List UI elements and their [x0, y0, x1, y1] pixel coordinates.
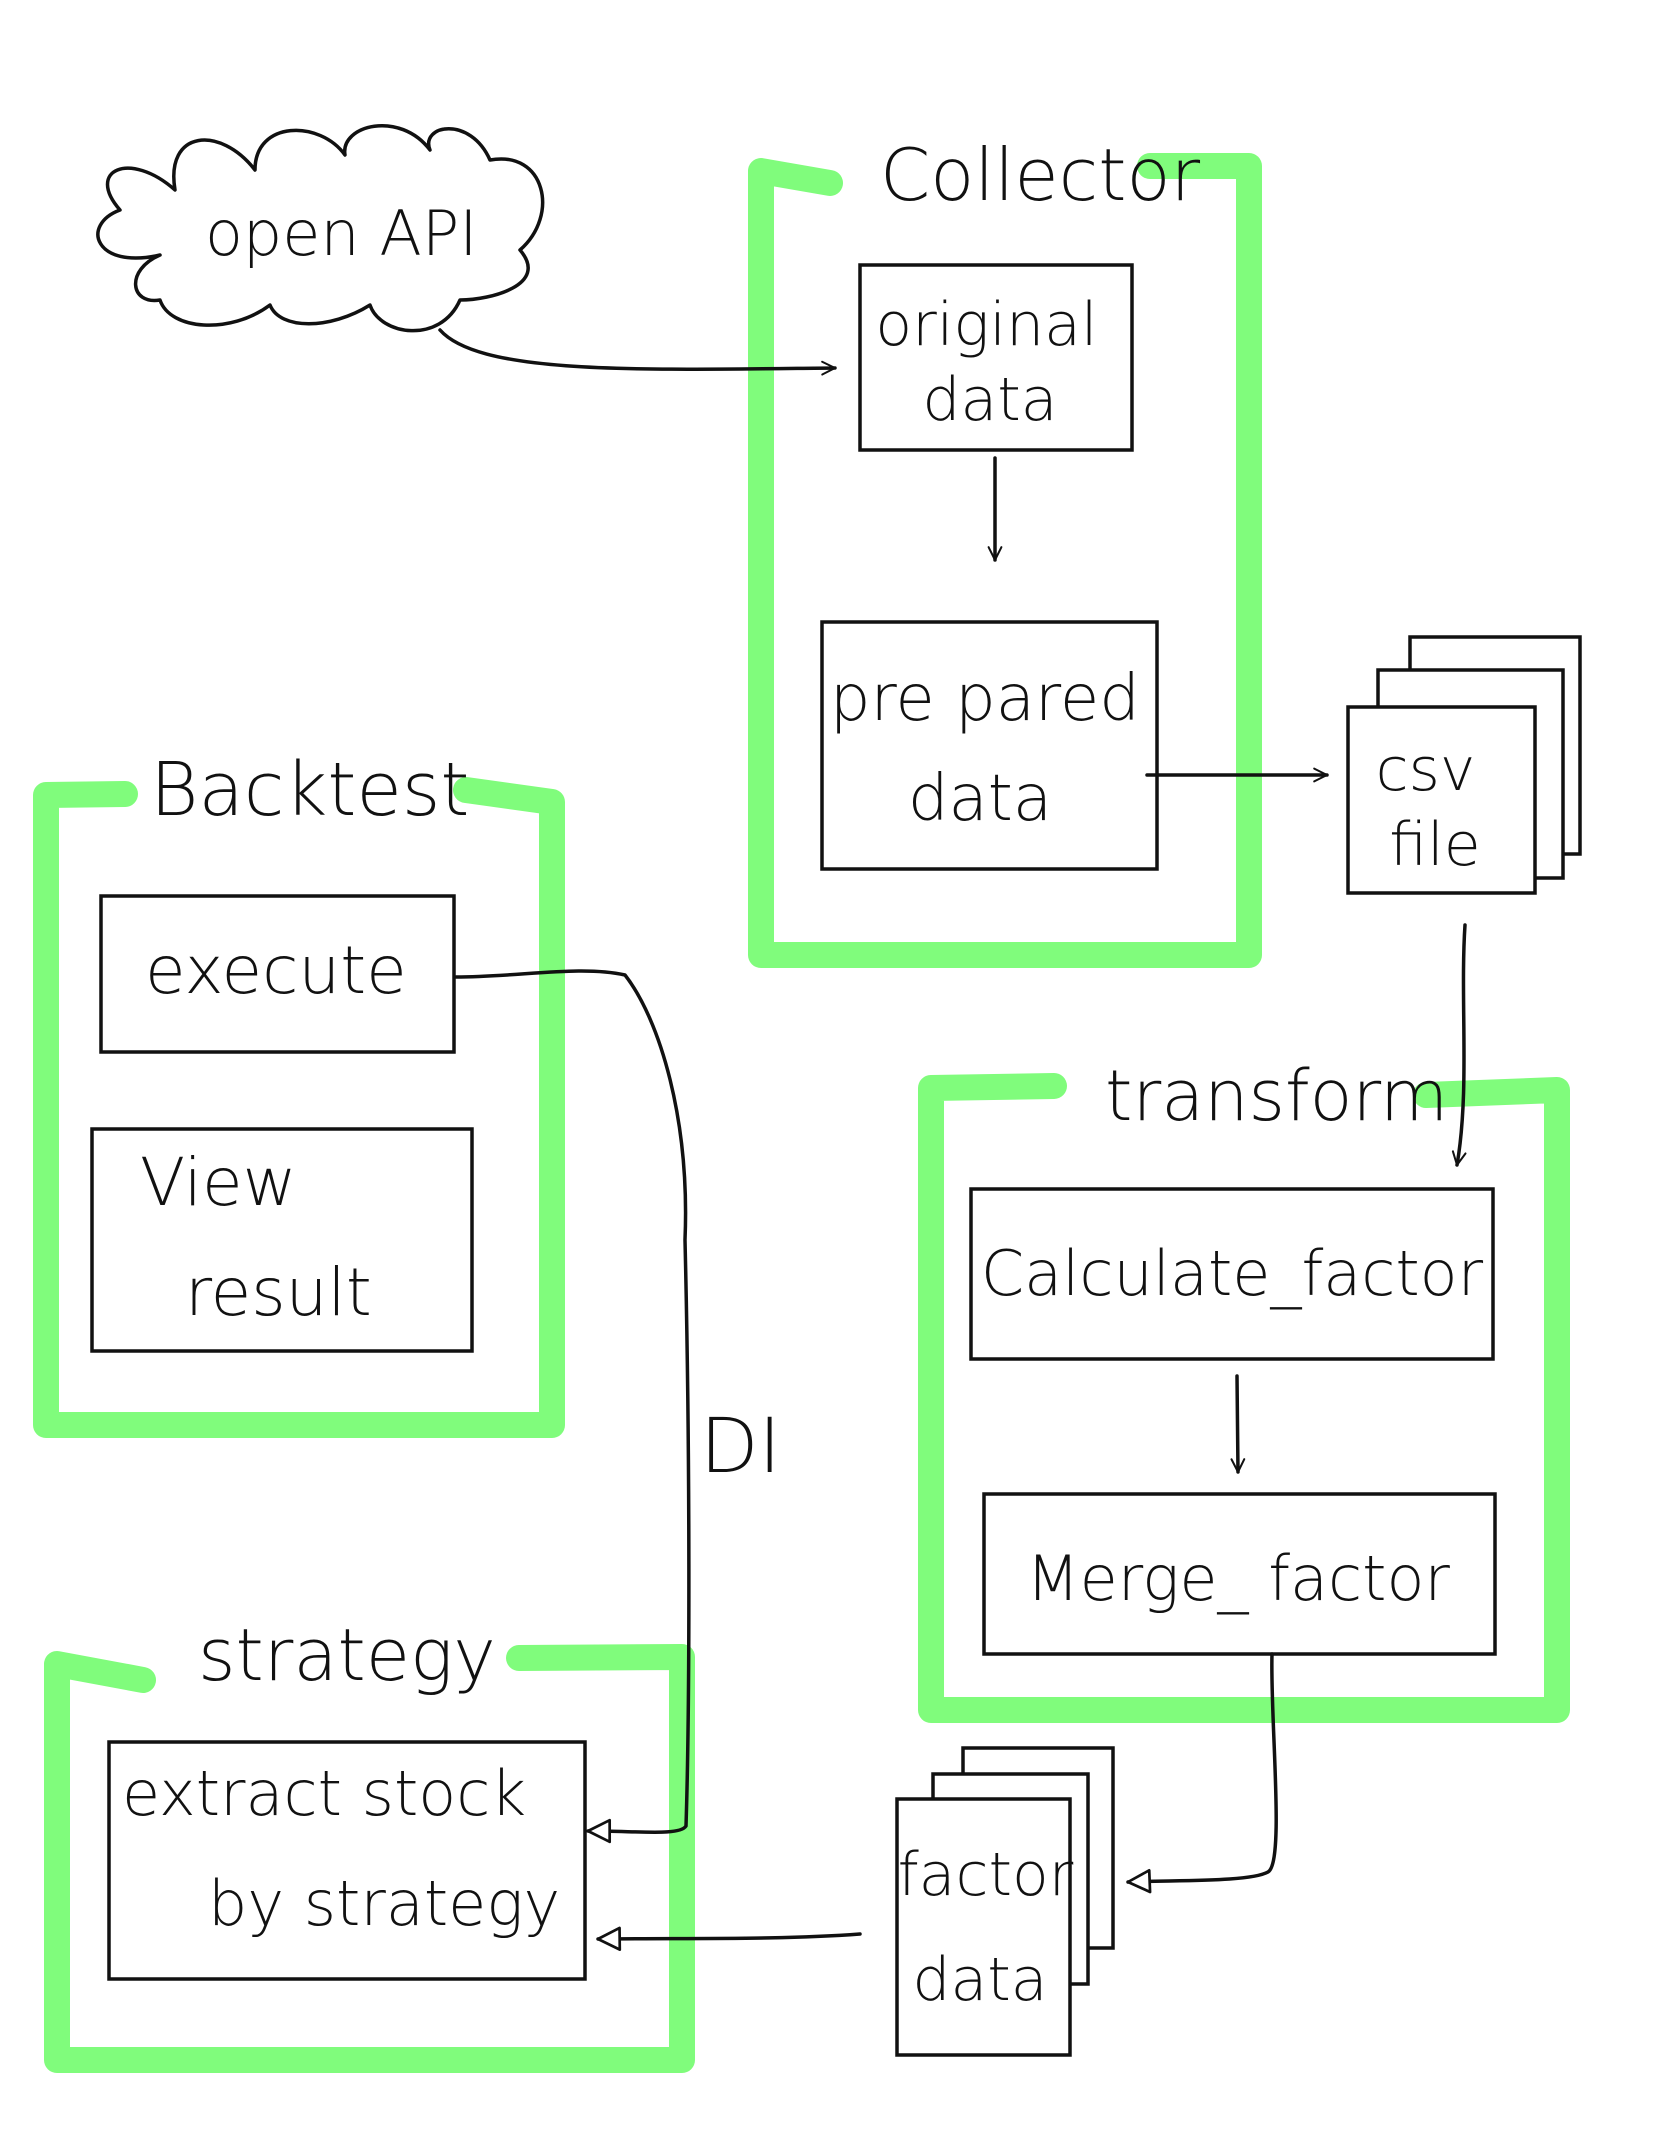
execute-node[interactable]: execute — [99, 894, 456, 1054]
view-result-label: View result — [140, 1144, 372, 1331]
prepared-data-line-1: pre pared — [830, 662, 1140, 736]
csv-file-line-1: csv — [1376, 735, 1476, 805]
extract-stock-line-1: extract stock — [122, 1757, 526, 1830]
backtest-frame — [33, 777, 565, 1438]
prepared-data-node[interactable]: pre pared data — [820, 620, 1160, 871]
factor-data-label: factor data — [898, 1840, 1093, 2015]
calculate-factor-box — [969, 1187, 1495, 1361]
view-result-node[interactable]: View result — [90, 1127, 474, 1353]
view-result-box — [90, 1127, 474, 1353]
csv-file-line-2: file — [1389, 810, 1480, 880]
merge-factor-node[interactable]: Merge_ factor — [982, 1492, 1497, 1656]
strategy-group: strategy extract stock by strategy — [44, 1613, 695, 2073]
original-data-label: original data — [875, 290, 1116, 435]
strategy-title: strategy — [198, 1613, 496, 1697]
csv-file-sheet-front — [1346, 705, 1537, 895]
backtest-title: Backtest — [150, 747, 469, 833]
calculate-factor-label: Calculate_factor — [981, 1237, 1484, 1310]
csv-file-label: csv file — [1376, 735, 1495, 880]
collector-group: Collector original data pre pared data — [748, 133, 1262, 968]
extract-stock-line-2: by strategy — [208, 1867, 560, 1940]
factor-data-stack[interactable]: factor data — [895, 1746, 1115, 2057]
transform-frame — [918, 1073, 1570, 1723]
arrow-merge-to-factor-data — [1126, 1652, 1278, 1894]
prepared-data-label: pre pared data — [830, 662, 1160, 836]
transform-title: transform — [1105, 1055, 1448, 1137]
arrow-execute-to-extract-di — [454, 969, 691, 1844]
extract-stock-node[interactable]: extract stock by strategy — [107, 1740, 587, 1981]
collector-title: Collector — [880, 133, 1200, 217]
merge-factor-label: Merge_ factor — [1026, 1542, 1450, 1615]
arrow-calculate-to-merge — [1230, 1374, 1246, 1474]
factor-data-line-1: factor — [898, 1840, 1074, 1910]
prepared-data-line-2: data — [908, 762, 1052, 836]
factor-data-line-2: data — [912, 1945, 1047, 2015]
factor-data-sheet-front — [895, 1797, 1072, 2057]
extract-stock-label: extract stock by strategy — [122, 1757, 560, 1940]
execute-label: execute — [145, 932, 407, 1009]
transform-group: transform Calculate_factor Merge_ factor — [918, 1055, 1570, 1723]
execute-box — [99, 894, 456, 1054]
view-result-line-1: View — [140, 1144, 297, 1221]
original-data-line-1: original — [875, 290, 1097, 360]
csv-file-stack[interactable]: csv file — [1346, 635, 1582, 895]
merge-factor-box — [982, 1492, 1497, 1656]
extract-stock-box — [107, 1740, 587, 1981]
cloud-shape — [96, 124, 545, 333]
di-edge-label: DI — [700, 1401, 781, 1490]
original-data-box — [858, 263, 1134, 452]
arrow-openapi-to-original — [438, 328, 837, 376]
backtest-group: Backtest execute View result — [33, 747, 565, 1438]
arrow-factor-data-to-extract — [596, 1926, 862, 1951]
original-data-node[interactable]: original data — [858, 263, 1134, 452]
original-data-line-2: data — [922, 365, 1057, 435]
open-api-label: open API — [205, 197, 478, 270]
open-api-source: open API — [96, 124, 545, 333]
view-result-line-2: result — [185, 1254, 372, 1331]
strategy-frame — [44, 1644, 695, 2073]
arrow-csv-to-transform — [1451, 923, 1467, 1167]
prepared-data-box — [820, 620, 1159, 871]
calculate-factor-node[interactable]: Calculate_factor — [969, 1187, 1495, 1361]
collector-frame — [748, 153, 1262, 968]
